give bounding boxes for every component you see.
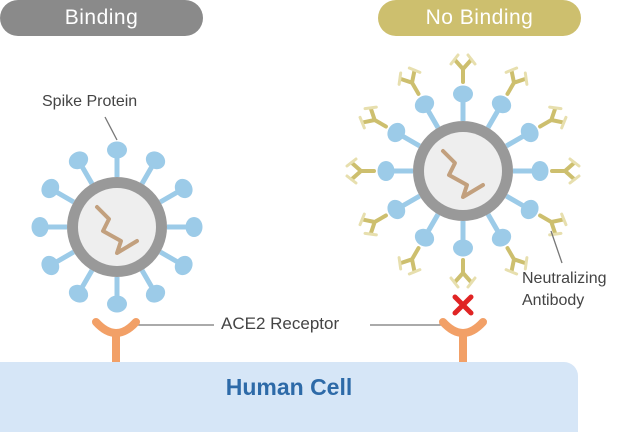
rna-strand	[95, 205, 139, 255]
antibody	[397, 246, 422, 276]
spike-protein	[174, 255, 193, 276]
spike-protein	[41, 178, 60, 199]
spike-protein	[520, 199, 539, 220]
no-binding-header: No Binding	[378, 0, 581, 36]
ace2-receptor-left	[92, 318, 140, 362]
binding-header: Binding	[0, 0, 203, 36]
ace2-receptor-label: ACE2 Receptor	[221, 314, 340, 333]
spike-protein	[174, 178, 193, 199]
spike-protein	[387, 122, 406, 143]
antibody	[550, 157, 581, 185]
spike-protein	[414, 228, 435, 247]
spike-protein	[145, 284, 166, 303]
spike-protein-label: Spike Protein	[42, 93, 138, 110]
spike-protein	[68, 151, 89, 170]
neutralizing-label-line2: Antibody	[522, 292, 585, 309]
ace2-receptor-right	[439, 318, 487, 362]
spike-protein	[185, 217, 203, 237]
spike-protein	[145, 151, 166, 170]
spike-protein	[491, 95, 512, 114]
antibody-leader	[550, 230, 563, 264]
spike-protein	[31, 217, 49, 237]
spike-protein	[41, 255, 60, 276]
antibody	[358, 105, 388, 130]
cross-mark-icon	[452, 294, 474, 316]
antibody	[504, 66, 529, 96]
neutralizing-antibody-label: Neutralizing Antibody	[522, 268, 606, 312]
antibody	[358, 212, 388, 237]
spike-protein	[520, 122, 539, 143]
spike-protein	[107, 141, 127, 159]
antibody	[449, 53, 477, 84]
spike-protein	[377, 161, 395, 181]
spike-protein	[414, 95, 435, 114]
virus-no-binding	[345, 53, 581, 289]
spike-protein	[107, 295, 127, 313]
rna-strand	[441, 149, 485, 199]
spike-protein	[68, 284, 89, 303]
antibody	[538, 105, 568, 130]
antibody	[449, 258, 477, 289]
spike-protein	[453, 85, 473, 103]
spike-protein-leader	[104, 116, 118, 141]
spike-protein	[387, 199, 406, 220]
human-cell	[0, 362, 578, 432]
virus-binding	[31, 141, 203, 313]
neutralizing-label-line1: Neutralizing	[522, 270, 607, 287]
antibody	[504, 246, 529, 276]
human-cell-label: Human Cell	[225, 374, 353, 400]
spike-protein	[491, 228, 512, 247]
antibody	[538, 212, 568, 237]
antibody	[397, 66, 422, 96]
antibody	[345, 157, 376, 185]
spike-protein	[531, 161, 549, 181]
spike-protein	[453, 239, 473, 257]
